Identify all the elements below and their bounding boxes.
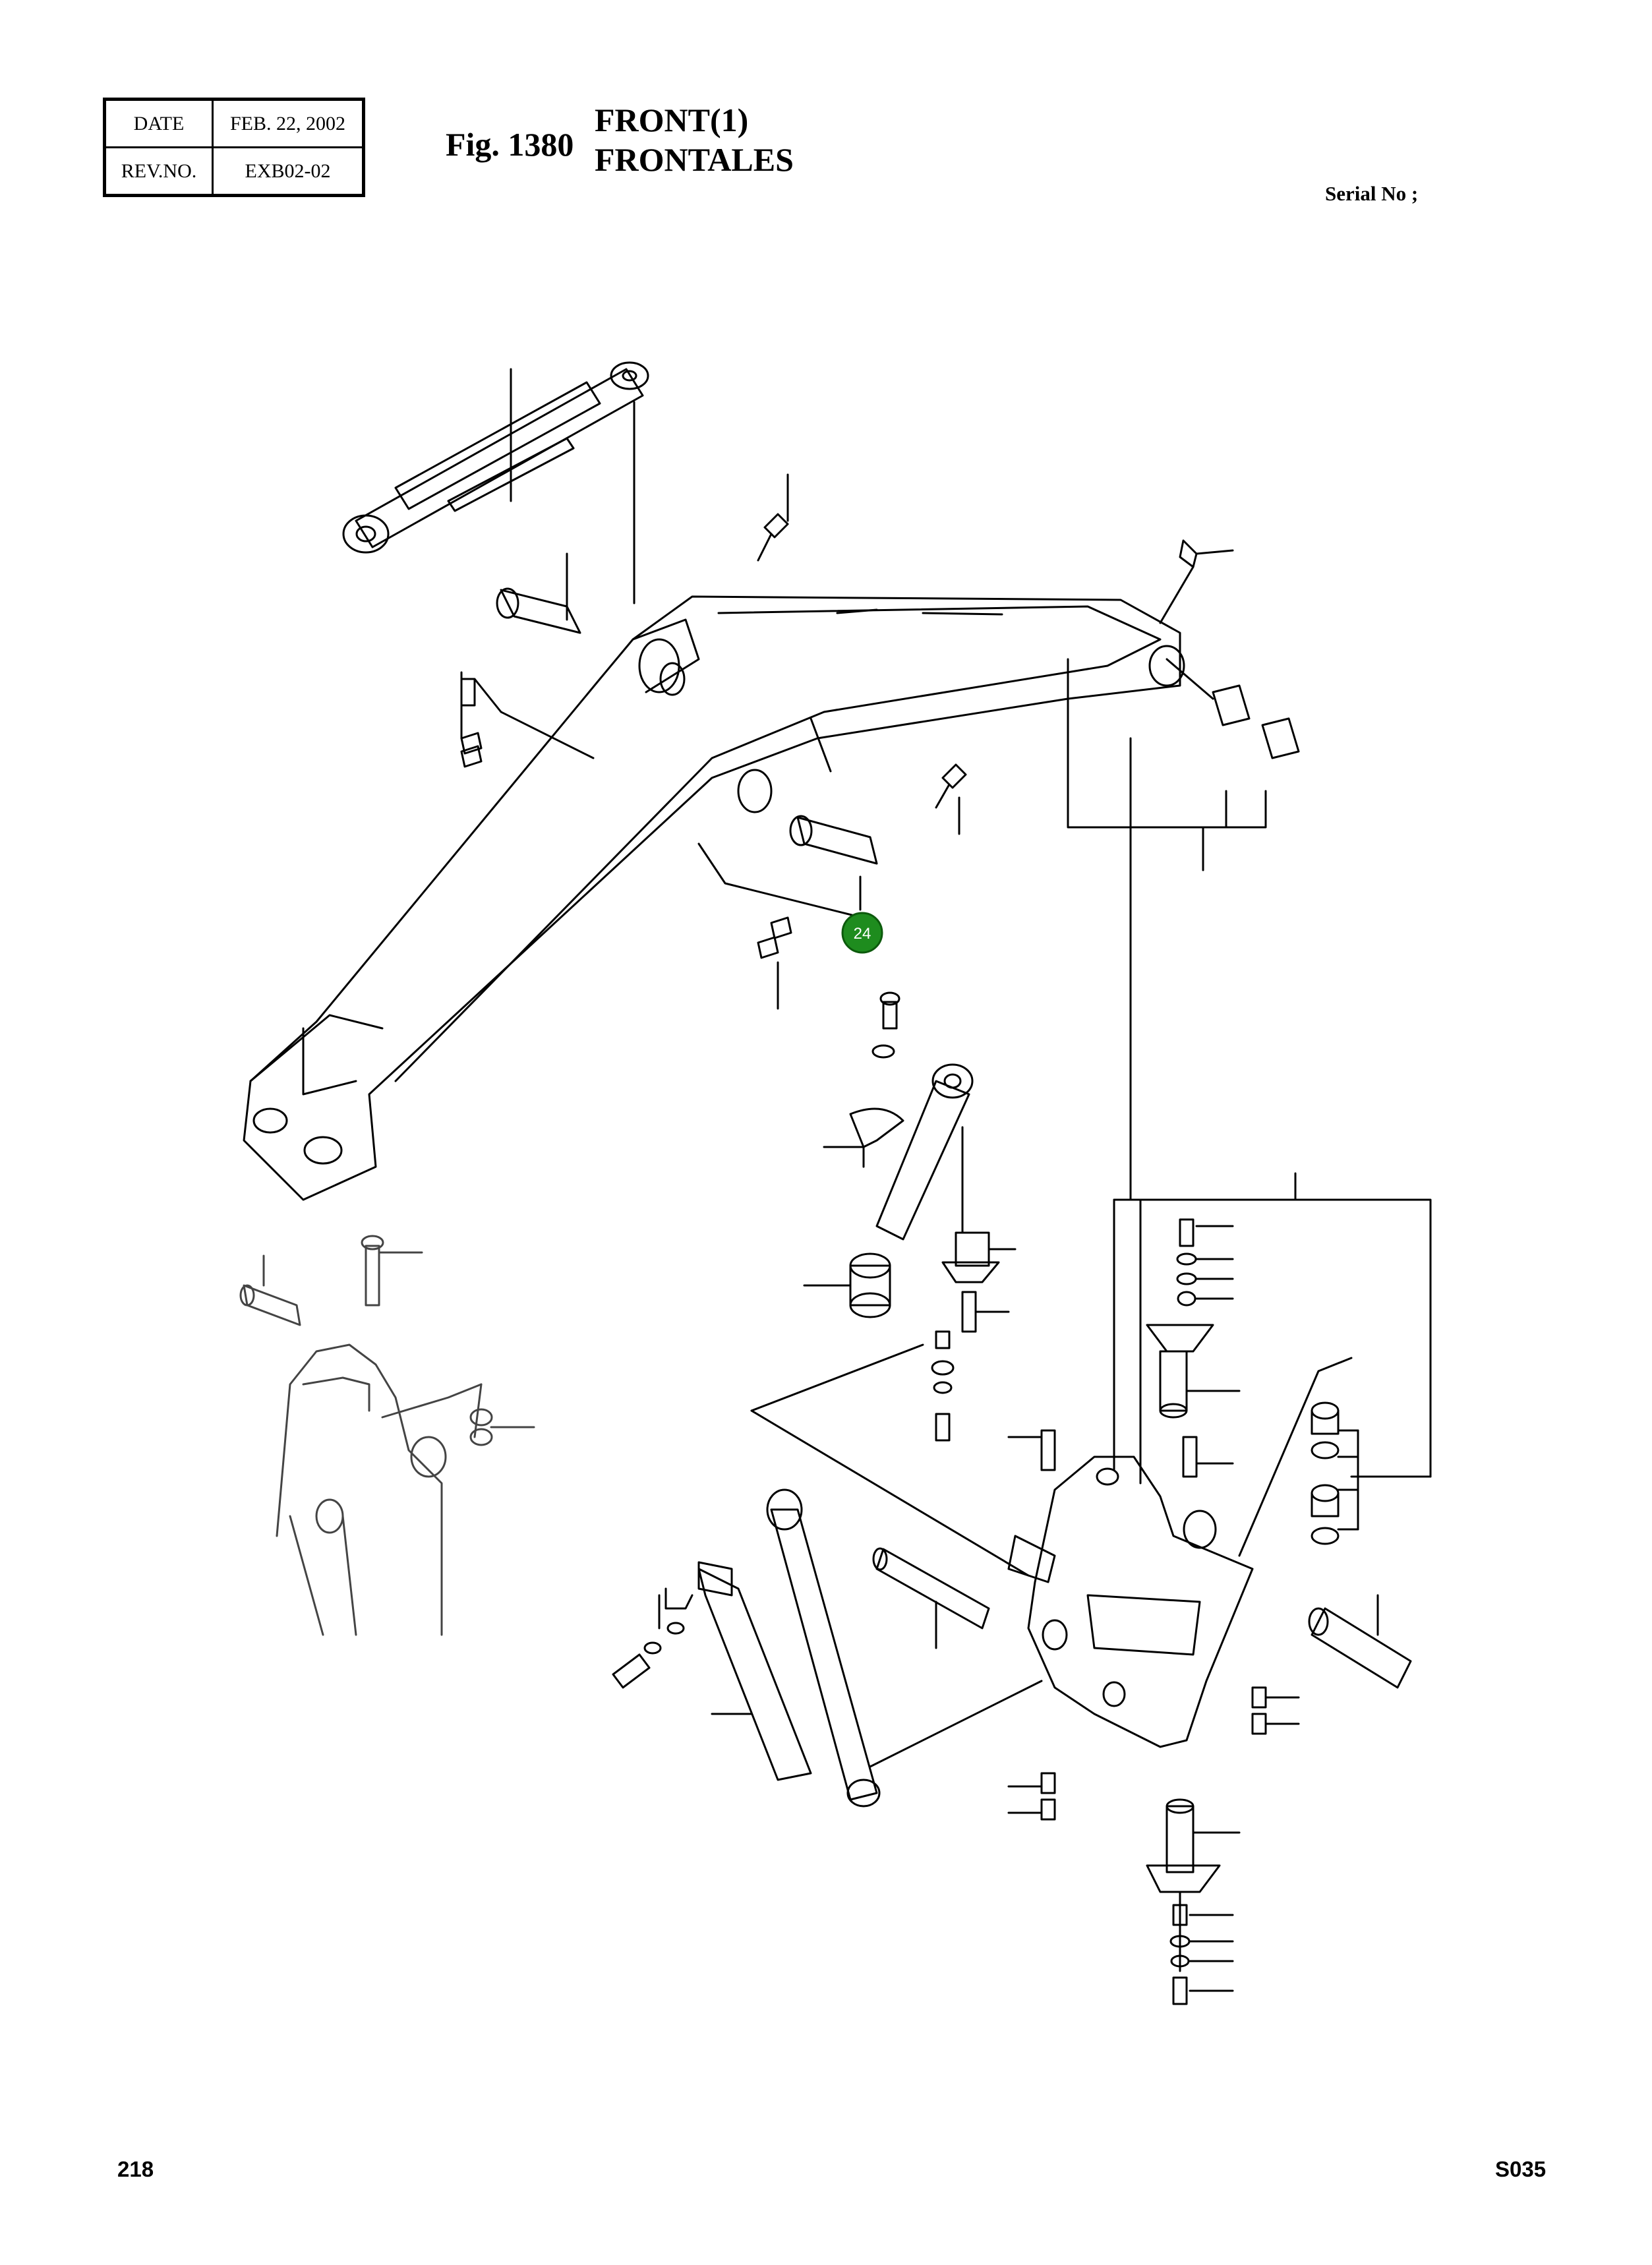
figure-title: FRONT(1) FRONTALES: [595, 100, 794, 179]
figure-title-line2: FRONTALES: [595, 141, 794, 178]
arm-left: [239, 1235, 535, 1636]
bottom-fasteners: [1007, 1686, 1300, 2005]
boom: [243, 595, 1185, 1201]
swing-bracket: [1007, 737, 1432, 1748]
lower-cylinder: [612, 1488, 1043, 1808]
swing-pin: [872, 1547, 1412, 1689]
boom-cylinder: [342, 361, 649, 604]
date-label: DATE: [103, 98, 214, 148]
rev-label: REV.NO.: [103, 146, 214, 196]
rev-value: EXB02-02: [212, 146, 365, 196]
page-number: 218: [117, 2157, 154, 2181]
callout-marker-24[interactable]: [841, 912, 883, 954]
bolts-upper: [460, 473, 967, 1010]
serial-label: Serial No ;: [1325, 182, 1419, 205]
arm-cylinder: [750, 991, 1030, 1577]
fastener-stack-right: [1007, 1218, 1241, 1478]
callout-group: 24: [841, 875, 883, 954]
revision-table: DATE FEB. 22, 2002 REV.NO. EXB02-02: [103, 98, 365, 197]
figure-title-line1: FRONT(1): [595, 102, 749, 138]
date-value: FEB. 22, 2002: [212, 98, 365, 148]
bushings-right: [1238, 1357, 1432, 1557]
boom-pins: [496, 539, 1300, 871]
figure-number: Fig. 1380: [446, 126, 574, 163]
sheet-code: S035: [1495, 2157, 1547, 2181]
callout-label-24: 24: [854, 925, 871, 943]
